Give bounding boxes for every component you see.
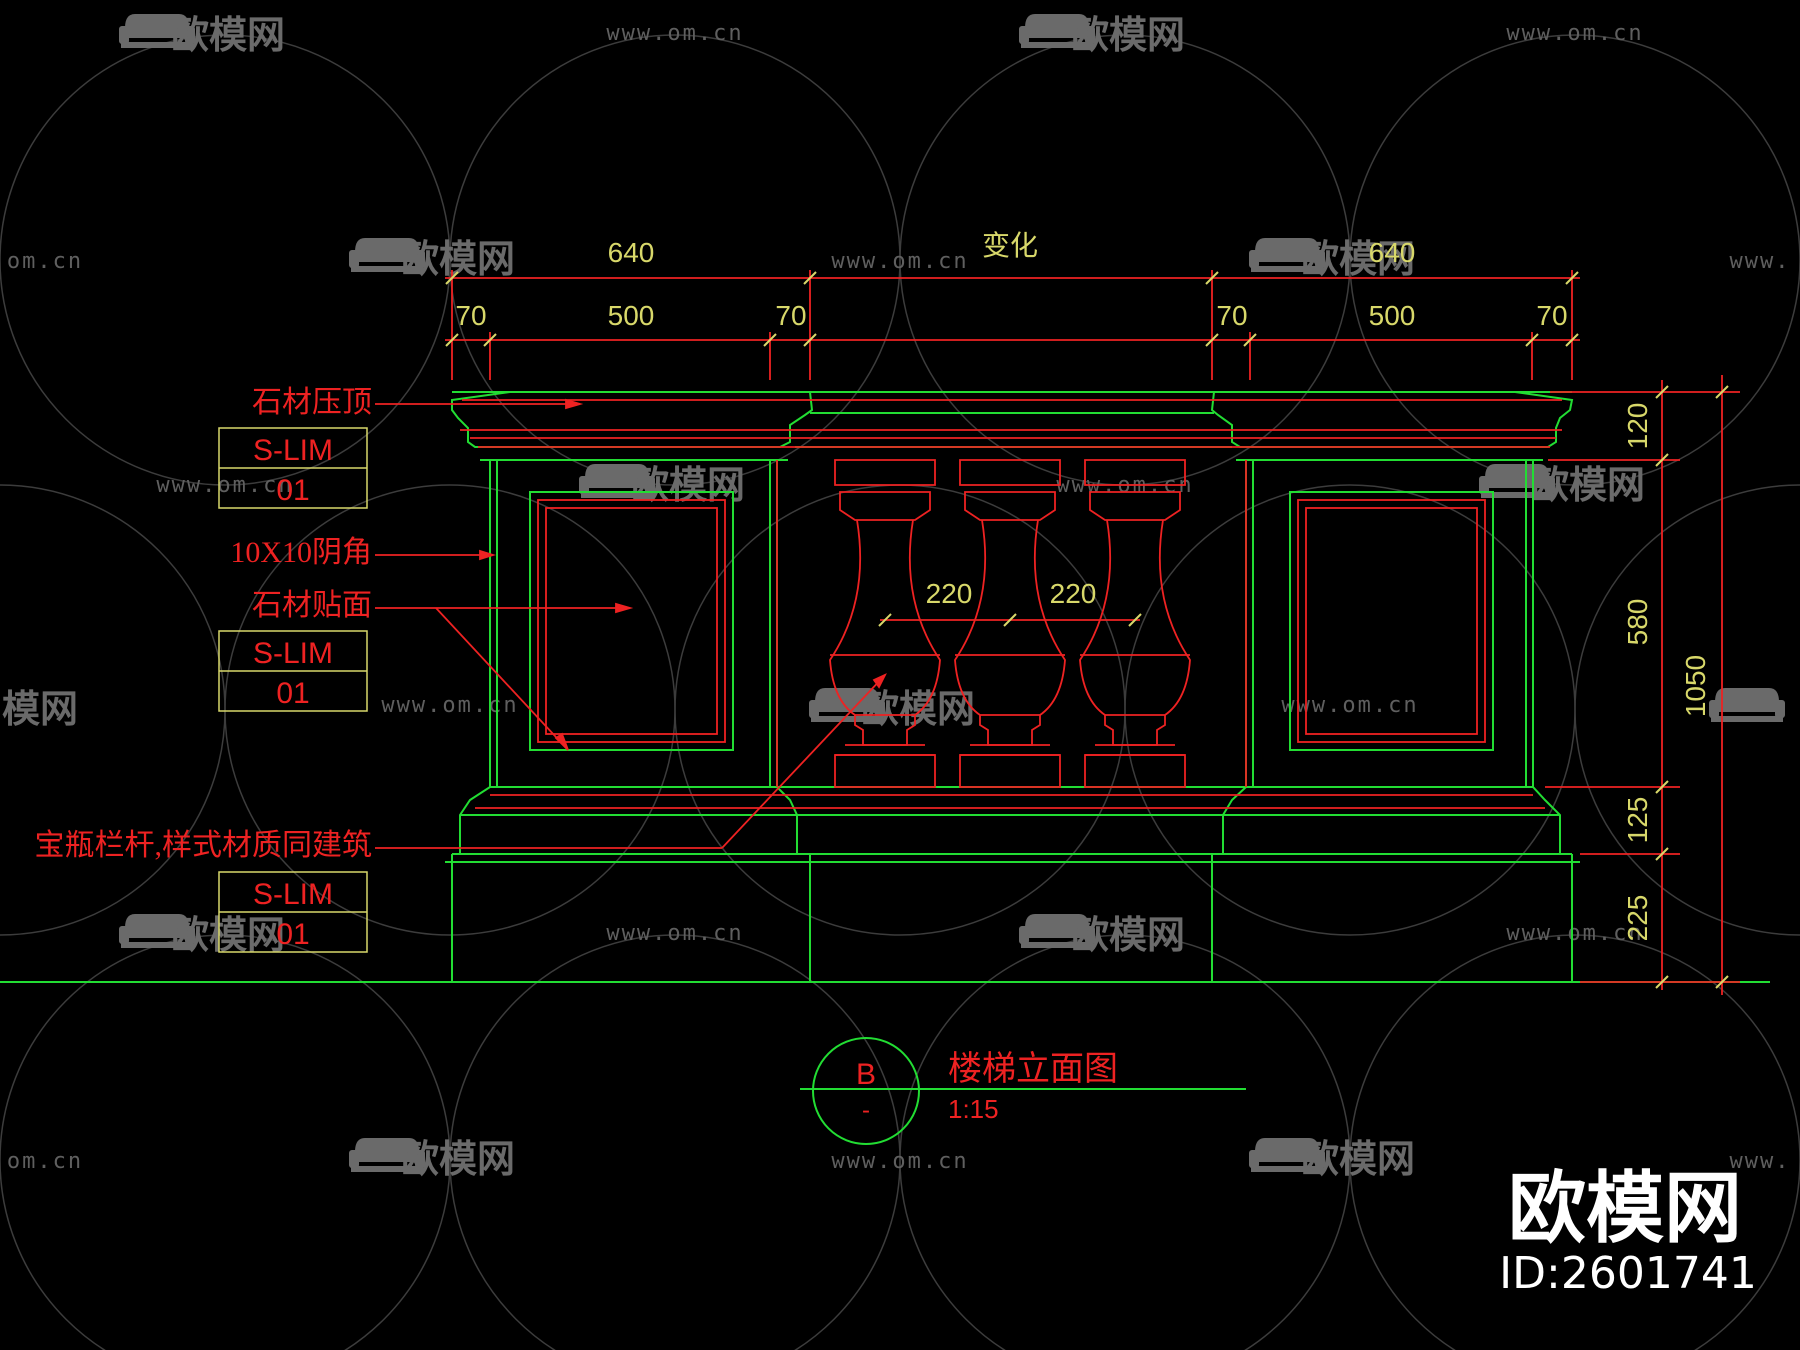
watermark-url-fragment-right: www.: [1730, 1149, 1791, 1174]
sofa-icon: [119, 914, 195, 948]
watermark-brand-fragment: 模网: [2, 687, 78, 731]
watermark-url-fragment-right: www.: [1730, 249, 1791, 274]
dim-height-part: 120: [1622, 403, 1653, 450]
dim-right-part: 70: [1216, 300, 1247, 331]
dim-right-part: 500: [1369, 300, 1416, 331]
baluster: [829, 459, 941, 788]
watermark-url: www.om.cn: [1506, 921, 1643, 946]
sofa-icon: [349, 238, 425, 272]
watermark-brand-text: 欧模网: [1071, 913, 1185, 957]
material-tag: S-LIM 01: [218, 630, 368, 712]
title-block: B - 楼梯立面图 1:15: [856, 1050, 1118, 1124]
material-tag-code: S-LIM: [253, 434, 333, 467]
watermark-url: www.om.cn: [831, 1149, 968, 1174]
brand-logo: 欧模网: [1508, 1164, 1742, 1254]
sofa-icon: [349, 1138, 425, 1172]
sofa-icon: [1249, 238, 1325, 272]
baluster: [1079, 459, 1191, 788]
material-tag-number: 01: [276, 474, 309, 507]
dim-height-part: 580: [1622, 599, 1653, 646]
watermark-brand-text: 欧模网: [171, 13, 285, 57]
sofa-icon: [119, 14, 195, 48]
sofa-icon: [1709, 688, 1785, 722]
sofa-icon: [1019, 14, 1095, 48]
watermark-brand-text: 欧模网: [1531, 463, 1645, 507]
callout-label: 宝瓶栏杆,样式材质同建筑: [35, 829, 373, 862]
dim-left-part: 70: [455, 300, 486, 331]
site-branding: 欧模网 ID:2601741: [1499, 1164, 1757, 1299]
dim-height-part: 125: [1622, 797, 1653, 844]
asset-id: ID:2601741: [1499, 1248, 1757, 1299]
dim-baluster-spacing: 220: [926, 578, 973, 609]
drawing-scale: 1:15: [948, 1094, 999, 1124]
watermark-brand-text: 欧模网: [1301, 237, 1415, 281]
watermark-url-fragment: om.cn: [7, 1149, 83, 1174]
dim-total-height: 1050: [1680, 655, 1711, 717]
baluster: [954, 459, 1066, 788]
watermark-brand-text: 欧模网: [401, 237, 515, 281]
title-mark-sub: -: [862, 1097, 870, 1124]
material-tag-code: S-LIM: [253, 878, 333, 911]
watermark-brand-text: 欧模网: [861, 687, 975, 731]
callout-label: 石材压顶: [252, 386, 372, 419]
railing-details: [375, 270, 1740, 995]
material-tag: S-LIM 01: [218, 871, 368, 953]
drawing-title: 楼梯立面图: [948, 1050, 1118, 1088]
dimension-labels: 640 640 变化 70 500 70 70 500 70 220 220 120 580 125 225…: [455, 230, 1711, 941]
dim-height-part: 225: [1622, 895, 1653, 942]
sofa-icon: [1019, 914, 1095, 948]
railing-outline: [0, 391, 1770, 1145]
watermark-url: www.om.cn: [606, 921, 743, 946]
watermark-url: www.om.cn: [381, 693, 518, 718]
material-tag-number: 01: [276, 918, 309, 951]
dimension-ticks: [445, 271, 1729, 989]
dim-variation-label: 变化: [982, 230, 1038, 261]
sofa-icon: [1249, 1138, 1325, 1172]
watermark-brand-text: 欧模网: [1301, 1137, 1415, 1181]
watermark-url-fragment: om.cn: [7, 249, 83, 274]
material-tag-number: 01: [276, 677, 309, 710]
material-tag: S-LIM 01: [218, 427, 368, 509]
dim-baluster-spacing: 220: [1050, 578, 1097, 609]
title-mark-letter: B: [856, 1058, 876, 1091]
callout-label: 石材贴面: [252, 589, 372, 622]
dim-overall-left: 640: [608, 237, 655, 268]
sofa-icon: [579, 464, 655, 498]
watermark-brands: 欧模网欧模网欧模网欧模网欧模网欧模网欧模网欧模网欧模网欧模网欧模网模网: [2, 13, 1785, 1181]
dim-right-part: 70: [1536, 300, 1567, 331]
callout-label: 10X10阴角: [230, 536, 372, 569]
sofa-icon: [809, 688, 885, 722]
watermark-url: www.om.cn: [1506, 21, 1643, 46]
material-tag-code: S-LIM: [253, 637, 333, 670]
dim-left-part: 500: [608, 300, 655, 331]
watermark-brand-text: 欧模网: [1071, 13, 1185, 57]
watermark-arcs: [0, 34, 1800, 1350]
watermark-url: www.om.cn: [831, 249, 968, 274]
watermark-url: www.om.cn: [156, 473, 293, 498]
watermark-brand-text: 欧模网: [401, 1137, 515, 1181]
watermark-url: www.om.cn: [606, 21, 743, 46]
watermark-url: www.om.cn: [1281, 693, 1418, 718]
watermark-brand-text: 欧模网: [171, 913, 285, 957]
dim-left-part: 70: [775, 300, 806, 331]
dim-overall-right: 640: [1369, 237, 1416, 268]
